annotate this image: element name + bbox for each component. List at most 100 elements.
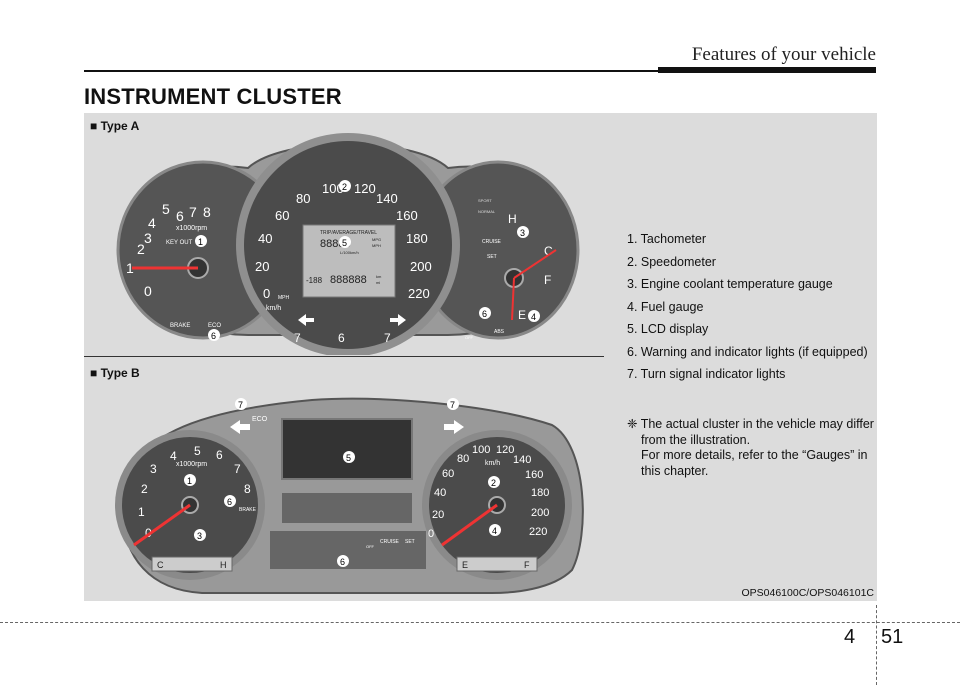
speedo-b-num-220: 220 xyxy=(529,526,547,538)
callout-a-3: 3 xyxy=(520,228,525,238)
type-a-label: ■ Type A xyxy=(90,119,140,133)
callout-b-7a: 7 xyxy=(238,400,243,410)
tach-a-key: KEY OUT xyxy=(166,240,193,246)
tach-b-num-5: 5 xyxy=(194,444,201,458)
right-a-normal: NORMAL xyxy=(478,209,496,214)
type-b-indicator-panel-top xyxy=(282,493,412,523)
tach-b-temp-strip xyxy=(151,556,233,572)
callout-b-6b: 6 xyxy=(340,557,345,567)
speedo-b-num-80: 80 xyxy=(457,453,469,465)
callout-b-3: 3 xyxy=(197,531,202,541)
tach-a-num-7: 7 xyxy=(189,204,197,220)
speedo-b-num-60: 60 xyxy=(442,468,454,480)
type-divider xyxy=(84,356,604,357)
lcd-a-sub5: mi xyxy=(376,280,380,285)
speedo-b-num-120: 120 xyxy=(496,444,514,456)
speedo-b-num-160: 160 xyxy=(525,469,543,481)
right-a-set: SET xyxy=(487,254,497,260)
speedo-b-num-200: 200 xyxy=(531,507,549,519)
tach-b-num-2: 2 xyxy=(141,482,148,496)
right-a-temp-needle xyxy=(513,249,557,279)
legend-item-3: 3. Engine coolant temperature gauge xyxy=(627,277,833,291)
legend-item-2: 2. Speedometer xyxy=(627,254,716,269)
tach-b-brake: BRAKE xyxy=(239,507,257,513)
right-a-h: H xyxy=(508,212,517,226)
callout-b-7b: 7 xyxy=(450,400,455,410)
tach-b-needle xyxy=(133,503,191,547)
type-b-eco: ECO xyxy=(252,416,268,423)
page-vertical-dash xyxy=(876,605,877,685)
legend-item-5: 5. LCD display xyxy=(627,322,709,336)
speedo-b-num-140: 140 xyxy=(513,454,531,466)
note-text: ❈ The actual cluster in the vehicle may … xyxy=(627,417,877,479)
callout-b-4: 4 xyxy=(492,526,497,536)
type-a-lcd xyxy=(302,224,396,298)
speedo-a-kmh: km/h xyxy=(266,305,281,312)
speedo-b-num-100: 100 xyxy=(472,444,490,456)
tach-b-unit: x1000rpm xyxy=(176,461,207,468)
tach-a-num-5: 5 xyxy=(162,201,170,217)
lcd-a-sub4: km xyxy=(376,274,382,279)
tach-b-num-7: 7 xyxy=(234,462,241,476)
speedo-b-fuel-strip xyxy=(456,556,538,572)
speedo-a-num-180: 180 xyxy=(406,231,428,246)
legend-item-4: 4. Fuel gauge xyxy=(627,299,704,314)
tach-a-num-0: 0 xyxy=(144,283,152,299)
tach-b-h: H xyxy=(220,560,227,570)
lcd-a-digits2: 888888 xyxy=(330,274,367,286)
type-b-label: ■ Type B xyxy=(90,366,140,380)
callout-a-4: 4 xyxy=(531,312,536,322)
legend-list: 1. Tachometer 2. Speedometer 3. Engine c… xyxy=(627,228,868,386)
right-a-sport: SPORT xyxy=(478,198,492,203)
speedo-a-num-160: 160 xyxy=(396,208,418,223)
speedo-a-num-100: 100 xyxy=(322,181,344,196)
legend-item-1: 1. Tachometer xyxy=(627,232,706,246)
right-a-f: F xyxy=(544,273,551,287)
type-b-left-turn-arrow xyxy=(230,420,250,434)
speedo-b-num-0: 0 xyxy=(428,528,434,540)
callout-a-5: 5 xyxy=(342,238,347,248)
callout-a-6a: 6 xyxy=(211,331,216,341)
note-line-1: ❈ The actual cluster in the vehicle may … xyxy=(627,417,874,431)
note-line-3: For more details, refer to the “Gauges” … xyxy=(641,448,868,462)
tach-a-num-6: 6 xyxy=(176,208,184,224)
speedo-b-e: E xyxy=(462,560,468,570)
speedo-b-unit: km/h xyxy=(485,460,500,467)
callout-b-5: 5 xyxy=(346,453,351,463)
tach-a-num-1: 1 xyxy=(126,260,134,276)
tach-b-num-8: 8 xyxy=(244,482,251,496)
callout-b-1: 1 xyxy=(187,476,192,486)
callouts-a: 1 2 3 4 5 6 6 7 6 7 xyxy=(195,180,540,345)
speedo-a-num-120: 120 xyxy=(354,181,376,196)
speedo-b-num-180: 180 xyxy=(531,487,549,499)
legend-item-7: 7. Turn signal indicator lights xyxy=(627,367,786,381)
right-a-c: C xyxy=(544,244,553,258)
callouts-b: 1 2 3 4 5 6 6 7 7 xyxy=(184,398,501,567)
callout-a-1: 1 xyxy=(198,237,203,247)
callout-a-2: 2 xyxy=(342,182,347,192)
type-a-left-turn-arrow xyxy=(298,314,314,326)
type-b-off: OFF xyxy=(366,544,375,549)
header-rule-thick xyxy=(658,67,876,73)
lcd-a-sub3: L/100km/h xyxy=(340,250,359,255)
note-line-2: from the illustration. xyxy=(641,432,751,447)
tach-a-num-3: 3 xyxy=(144,230,152,246)
tach-a-num-2: 2 xyxy=(137,241,145,257)
type-b-right-turn-arrow xyxy=(444,420,464,434)
tach-b-num-1: 1 xyxy=(138,505,145,519)
speedo-a-mph: MPH xyxy=(278,295,290,301)
page-chapter: 4 xyxy=(844,626,856,648)
tach-b-num-4: 4 xyxy=(170,449,177,463)
page-number: 51 xyxy=(881,626,904,648)
callout-b-2: 2 xyxy=(491,478,496,488)
callout-a-7a: 7 xyxy=(294,331,301,345)
speedo-a-num-20: 20 xyxy=(255,259,269,274)
tach-b-c: C xyxy=(157,560,164,570)
type-b-cruise: CRUISE xyxy=(380,539,400,545)
footer-dashed-rule xyxy=(0,622,960,623)
speedo-a-num-200: 200 xyxy=(410,259,432,274)
header-rule xyxy=(84,70,876,72)
tach-a-unit: x1000rpm xyxy=(176,225,207,232)
figure-code: OPS046100C/OPS046101C xyxy=(741,587,874,599)
speedo-a-num-80: 80 xyxy=(296,191,310,206)
